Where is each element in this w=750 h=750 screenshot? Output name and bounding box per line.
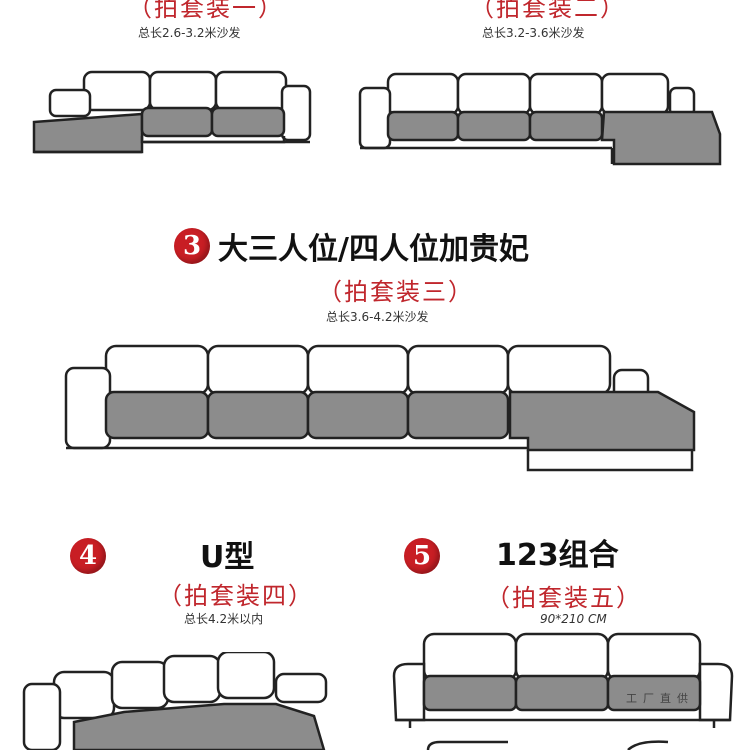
section3-subtitle: （拍套装三）: [318, 278, 474, 306]
section1-subtitle: （拍套装一）: [128, 0, 284, 22]
section5-title: 123组合: [496, 538, 619, 573]
section5-number-badge: 5: [404, 538, 440, 574]
section3-length: 总长3.6-4.2米沙发: [326, 310, 429, 324]
section5-subtitle: （拍套装五）: [486, 584, 642, 612]
sofa-set4-illustration: [14, 652, 344, 750]
section4-subtitle: （拍套装四）: [158, 582, 314, 610]
section3-number-badge: 3: [174, 228, 210, 264]
section3-title: 大三人位/四人位加贵妃: [218, 232, 529, 267]
section2-subtitle: （拍套装二）: [470, 0, 626, 22]
section2-length: 总长3.2-3.6米沙发: [482, 26, 585, 40]
section5-length: 90*210 CM: [540, 612, 607, 626]
sofa-set1-illustration: [20, 66, 320, 166]
sofa-set2-illustration: [352, 68, 732, 178]
section4-length: 总长4.2米以内: [184, 612, 264, 626]
section4-number-badge: 4: [70, 538, 106, 574]
watermark-text: 工厂直供: [626, 692, 694, 705]
sofa-set5-illustration: [388, 630, 738, 750]
sofa-set3-illustration: [58, 340, 708, 480]
section4-title: U型: [200, 540, 255, 575]
section1-length: 总长2.6-3.2米沙发: [138, 26, 241, 40]
